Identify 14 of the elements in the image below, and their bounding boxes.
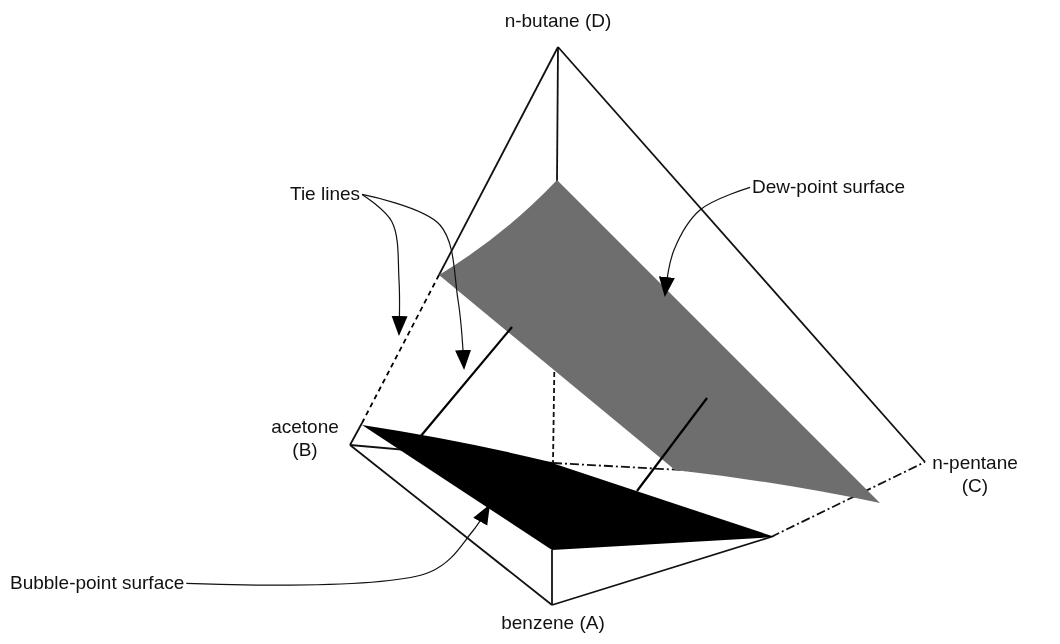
leader-arrow xyxy=(185,504,490,586)
callout-label: Dew-point surface xyxy=(752,176,906,197)
callout-label: Tie lines xyxy=(290,183,361,204)
vertex-label: n-butane (D) xyxy=(503,10,613,33)
filled-surface xyxy=(362,425,775,550)
tie-line xyxy=(419,326,513,438)
leader-arrow xyxy=(361,193,472,370)
vertex-label: acetone (B) xyxy=(270,416,340,462)
callout-label: Bubble-point surface xyxy=(10,572,185,593)
dashed-edge xyxy=(361,274,440,424)
vertex-label: benzene (A) xyxy=(500,612,606,635)
leader-arrow xyxy=(659,186,751,297)
vertex-label: n-pentane (C) xyxy=(931,452,1019,498)
leader-arrow xyxy=(361,193,408,336)
